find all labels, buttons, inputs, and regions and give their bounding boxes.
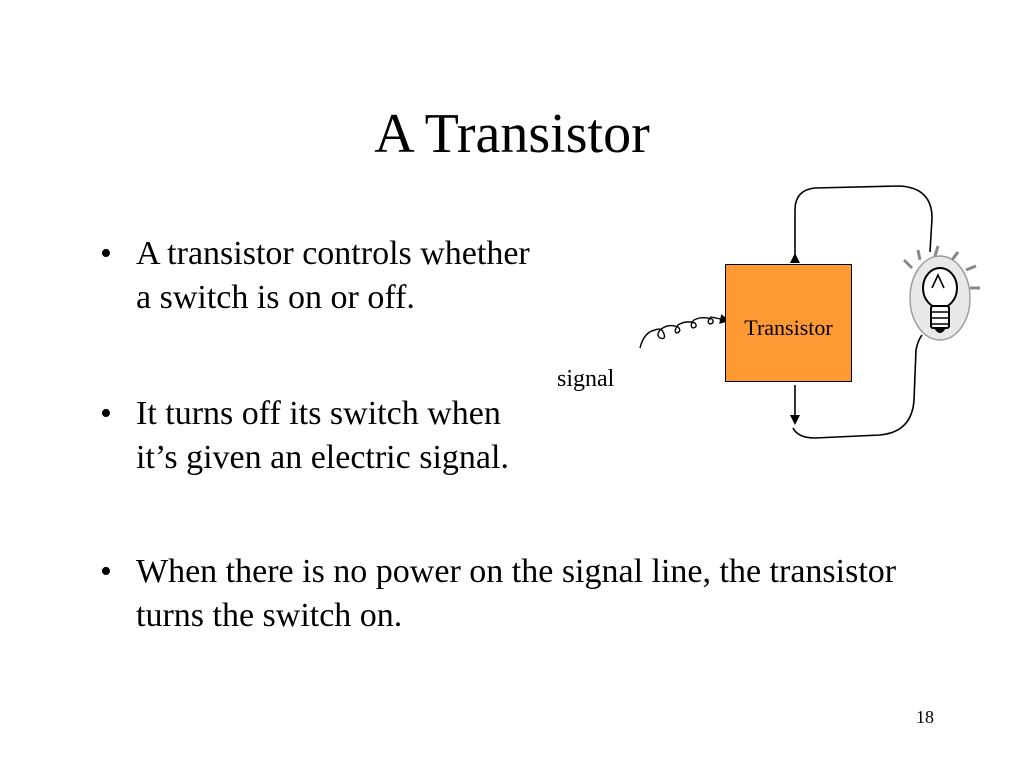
transistor-diagram: Transistor signal <box>540 170 1000 460</box>
transistor-box: Transistor <box>725 264 852 382</box>
signal-wire <box>639 314 730 349</box>
bullet-marker: • <box>100 395 112 432</box>
light-bulb-icon <box>902 245 980 341</box>
top-wire <box>790 185 933 263</box>
circuit-wires <box>639 185 980 439</box>
return-wire <box>792 334 923 439</box>
bullet-marker: • <box>100 235 112 272</box>
slide-title: A Transistor <box>374 103 650 165</box>
transistor-label: Transistor <box>744 315 833 340</box>
bullet-item-3: • When there is no power on the signal l… <box>100 550 940 638</box>
bullet-text-3: When there is no power on the signal lin… <box>136 553 897 634</box>
bullet-text-1: A transistor controls whether a switch i… <box>136 235 530 316</box>
bullet-text-2: It turns off its switch when it’s given … <box>136 395 509 476</box>
bullet-marker: • <box>100 553 112 590</box>
page-number: 18 <box>916 707 934 727</box>
bullet-item-1: • A transistor controls whether a switch… <box>100 232 530 320</box>
bullet-item-2: • It turns off its switch when it’s give… <box>100 392 530 480</box>
signal-label: signal <box>557 366 615 392</box>
